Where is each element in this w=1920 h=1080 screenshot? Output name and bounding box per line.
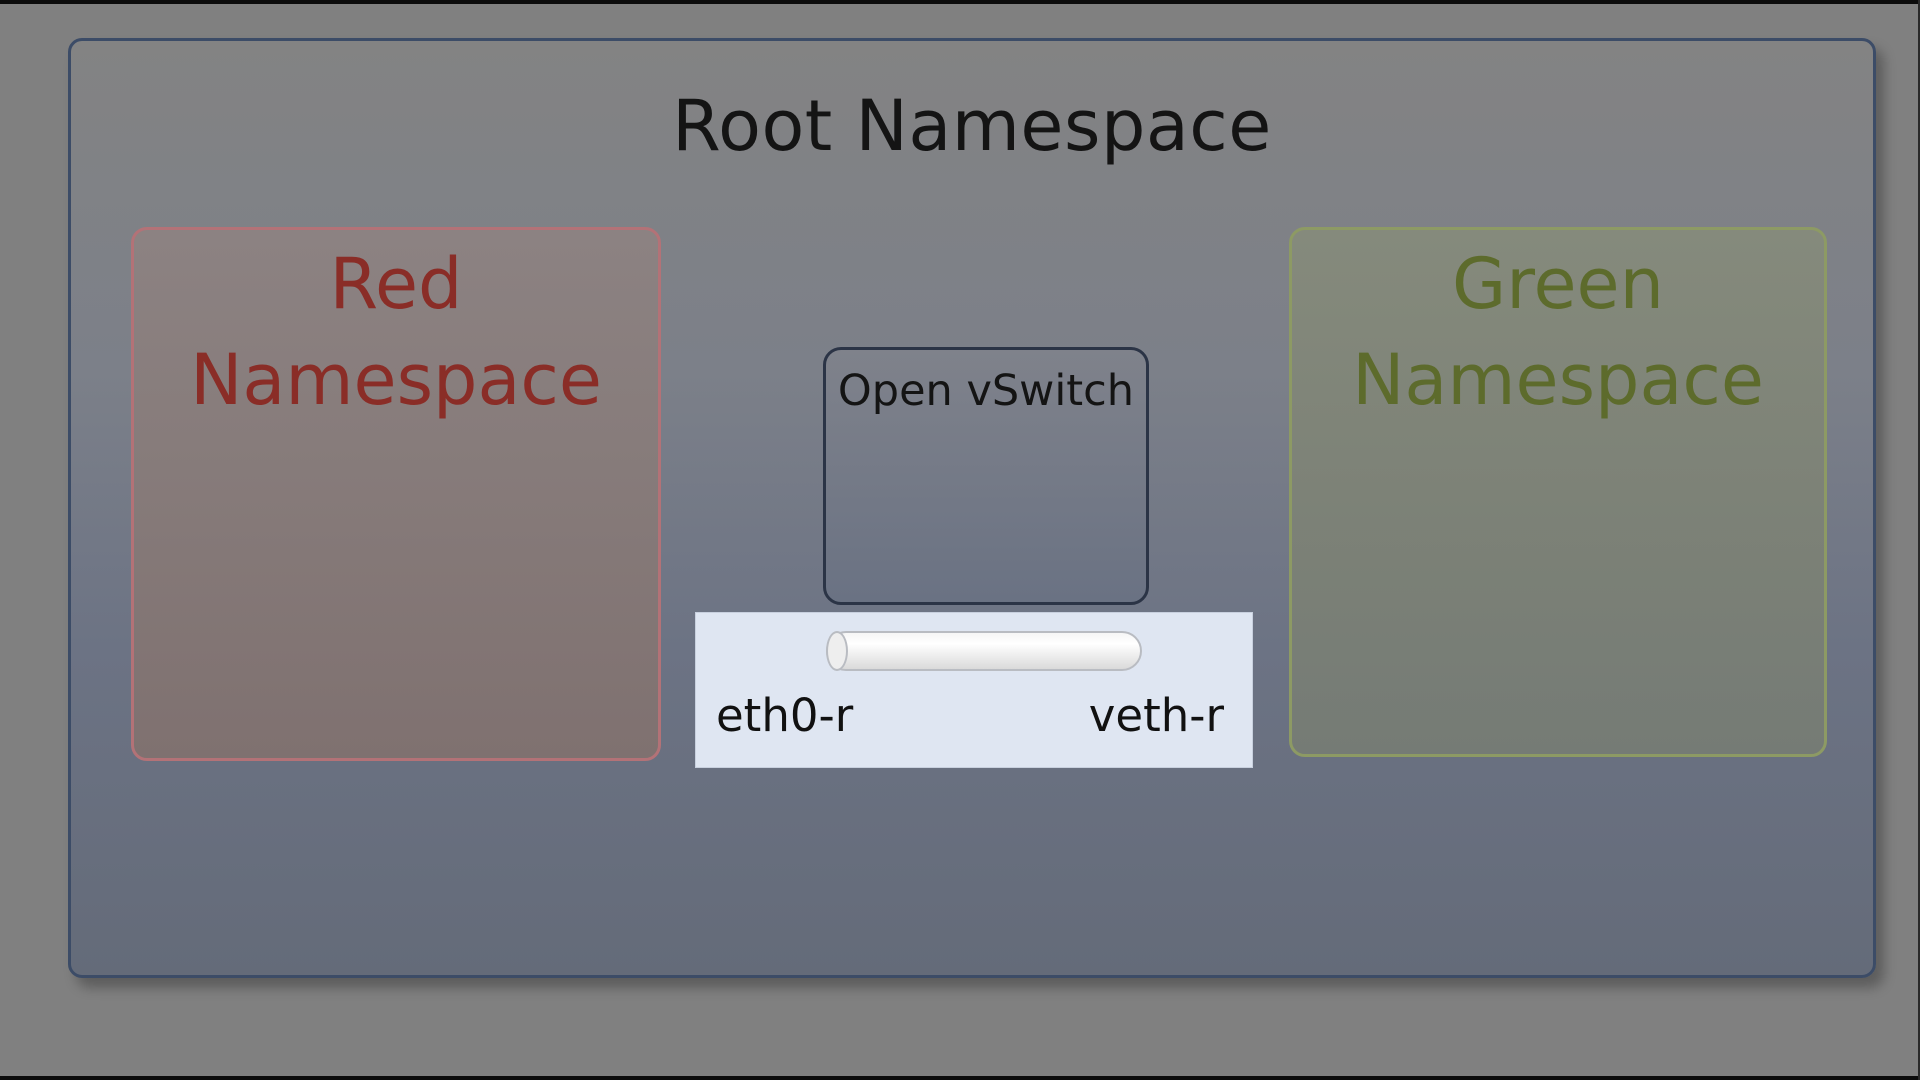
green-namespace-label-line1: Green — [1452, 243, 1664, 325]
root-namespace-title: Root Namespace — [672, 85, 1272, 167]
green-namespace-label: Green Namespace — [1292, 236, 1824, 428]
veth-pipe — [826, 631, 1142, 671]
veth-pipe-end — [826, 631, 848, 671]
veth-right-end-label: veth-r — [1088, 689, 1224, 742]
open-vswitch-box: Open vSwitch — [823, 347, 1149, 605]
red-namespace-label-line1: Red — [329, 243, 463, 325]
red-namespace-box: Red Namespace — [131, 227, 661, 761]
slide: Root Namespace Red Namespace Open vSwitc… — [0, 4, 1918, 1076]
veth-left-end-label: eth0-r — [716, 689, 854, 742]
green-namespace-box: Green Namespace — [1289, 227, 1827, 757]
open-vswitch-label: Open vSwitch — [837, 366, 1135, 416]
root-namespace-box: Root Namespace Red Namespace Open vSwitc… — [68, 38, 1876, 978]
veth-pair-panel: eth0-r veth-r — [695, 612, 1253, 768]
green-namespace-label-line2: Namespace — [1352, 339, 1764, 421]
red-namespace-label: Red Namespace — [134, 236, 658, 428]
red-namespace-label-line2: Namespace — [190, 339, 602, 421]
slide-edge — [1918, 0, 1920, 1080]
